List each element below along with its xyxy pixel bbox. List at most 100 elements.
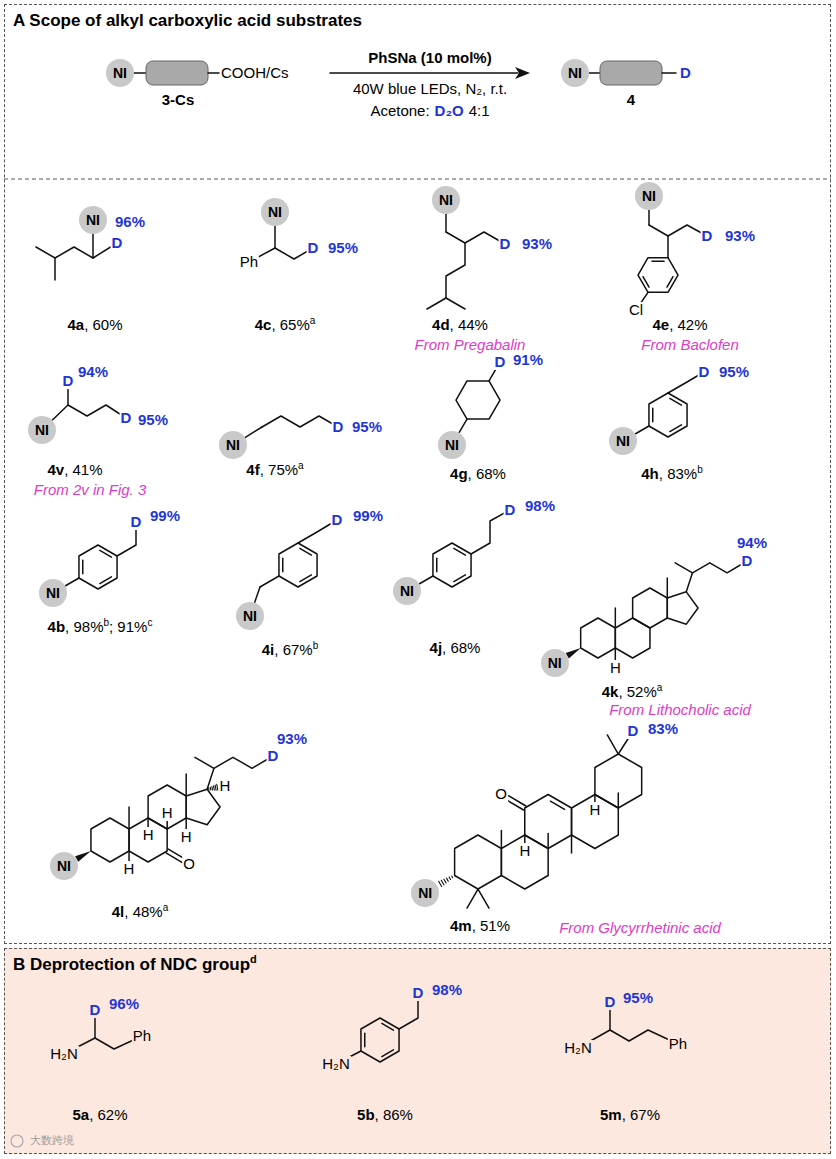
- condition-text: PhSNa (10 mol%): [368, 50, 491, 66]
- bond: [454, 548, 466, 555]
- caption-row: 4v, 41%: [47, 461, 102, 479]
- bond: [648, 211, 650, 226]
- yield-text: , 75%: [260, 461, 298, 478]
- ni-label: NI: [113, 66, 127, 80]
- atom-label: H: [161, 805, 174, 821]
- bond: [446, 878, 448, 881]
- footnote-mark: a: [298, 460, 304, 471]
- atom-label: H: [588, 802, 601, 818]
- bond: [667, 277, 673, 288]
- bond: [330, 72, 518, 74]
- ni-label: NI: [418, 886, 432, 900]
- compound-number: 4b: [48, 618, 66, 635]
- atom-label: H: [123, 861, 136, 877]
- bond: [420, 576, 433, 584]
- compound-number: 5a: [72, 1106, 89, 1123]
- atom-label: O: [182, 856, 196, 872]
- arrow-head: [515, 67, 530, 79]
- deuterium-label: D: [604, 994, 617, 1010]
- source-note: From 2v in Fig. 3: [34, 482, 147, 498]
- deuteration-percent: 91%: [513, 352, 543, 368]
- deuteration-percent: 96%: [115, 214, 145, 230]
- bond: [455, 835, 502, 889]
- atom-label: Ph: [239, 254, 259, 270]
- bond: [208, 788, 209, 790]
- deuteration-percent: 95%: [623, 990, 653, 1006]
- caption-row: 5m, 67%: [600, 1106, 660, 1124]
- deuterium-label: D: [111, 235, 124, 251]
- ni-circle: NI: [541, 649, 569, 677]
- bond: [298, 520, 337, 543]
- bond: [427, 243, 465, 309]
- bond: [92, 235, 94, 259]
- ni-circle: NI: [50, 852, 78, 880]
- ni-label: NI: [400, 584, 414, 598]
- bond: [607, 735, 618, 754]
- deuterium-label: D: [627, 723, 640, 739]
- structure-bonds: [36, 61, 747, 1064]
- bond: [571, 835, 573, 853]
- ni-circle: NI: [236, 602, 264, 630]
- ni-label: NI: [46, 586, 60, 600]
- bond: [274, 227, 276, 249]
- bond: [282, 558, 284, 571]
- bond: [643, 277, 649, 288]
- yield-text: , 41%: [64, 461, 102, 478]
- ni-circle: NI: [438, 431, 466, 459]
- atom-label: Ph: [132, 1028, 152, 1044]
- bond: [667, 236, 669, 258]
- bond: [445, 215, 447, 233]
- panel-heading: B Deprotection of NDC group: [13, 955, 250, 974]
- bond: [686, 561, 747, 592]
- condition-text: 4:1: [469, 102, 490, 119]
- deuterium-label: D: [504, 502, 517, 518]
- ni-circle: NI: [79, 206, 107, 234]
- atom-label: O: [494, 786, 508, 802]
- caption-row: 4i, 67%b: [262, 641, 318, 660]
- compound-number: 4e: [652, 316, 669, 333]
- bond: [361, 1018, 399, 1062]
- bond: [54, 258, 56, 280]
- deuterium-label: D: [267, 748, 280, 764]
- bond: [100, 550, 112, 557]
- deuterium-label: D: [494, 354, 507, 370]
- condition-text: 4: [627, 92, 635, 108]
- bond: [652, 408, 654, 421]
- compound-number: 4k: [602, 683, 619, 700]
- yield-text: , 67%: [622, 1106, 660, 1123]
- compound-number: 4i: [262, 641, 275, 658]
- bond: [633, 588, 668, 628]
- yield-text: , 52%: [618, 683, 656, 700]
- bond: [217, 784, 218, 790]
- ni-label: NI: [568, 66, 582, 80]
- compound-number: 5m: [600, 1106, 622, 1123]
- bond: [449, 877, 450, 879]
- bond: [382, 1050, 394, 1057]
- deuteration-percent: 99%: [150, 508, 180, 524]
- deuteration-percent: 95%: [138, 412, 168, 428]
- yield-text: , 62%: [89, 1106, 127, 1123]
- bond: [82, 560, 84, 573]
- yield-text: , 65%: [271, 316, 309, 333]
- ni-circle: NI: [28, 416, 56, 444]
- source-note: From Pregabalin: [415, 337, 526, 353]
- bond: [489, 362, 500, 381]
- atom-label: Cl: [628, 302, 644, 318]
- ni-label: NI: [57, 859, 71, 873]
- scaffold-block: [146, 61, 208, 85]
- atom-label: H₂N: [321, 1056, 351, 1072]
- bond: [594, 795, 596, 811]
- deuterium-label: D: [741, 553, 754, 569]
- footnote-mark: a: [310, 315, 316, 326]
- bond: [636, 426, 649, 434]
- bond: [615, 618, 650, 658]
- ni-circle: NI: [106, 59, 134, 87]
- panel-heading: A Scope of alkyl carboxylic acid substra…: [13, 11, 362, 30]
- deuteration-percent: 99%: [353, 508, 383, 524]
- bond: [128, 851, 130, 869]
- atom-label: H: [142, 827, 155, 843]
- ni-label: NI: [445, 438, 459, 452]
- caption-row: 4k, 52%a: [602, 683, 663, 702]
- bond: [668, 372, 704, 393]
